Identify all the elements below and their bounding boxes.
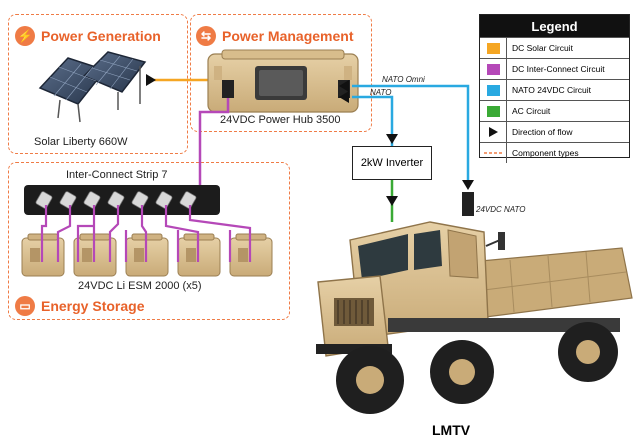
power-management-title: ⇆ Power Management xyxy=(196,26,353,46)
legend-swatch xyxy=(480,38,507,58)
dc-interconnect-hub-line xyxy=(198,98,230,186)
legend-label: NATO 24VDC Circuit xyxy=(512,85,592,95)
battery-label: 24VDC Li ESM 2000 (x5) xyxy=(78,280,202,292)
flow-arrow xyxy=(146,74,156,86)
solar-label: Solar Liberty 660W xyxy=(34,136,128,148)
nato-omni-line xyxy=(352,84,470,182)
lightning-icon: ⚡ xyxy=(15,26,35,46)
legend-swatch xyxy=(480,59,507,79)
flow-arrow xyxy=(386,196,398,206)
legend-label: DC Inter-Connect Circuit xyxy=(512,64,605,74)
legend-swatch xyxy=(480,80,507,100)
cycle-arrows-icon: ⇆ xyxy=(196,26,216,46)
legend-item: Component types xyxy=(480,142,629,163)
flow-arrow xyxy=(339,80,349,92)
legend-swatch xyxy=(480,143,507,163)
flow-arrow xyxy=(386,134,398,144)
legend-label: DC Solar Circuit xyxy=(512,43,573,53)
power-generation-title: ⚡ Power Generation xyxy=(15,26,161,46)
legend-title: Legend xyxy=(480,15,629,37)
battery-icon: ▭ xyxy=(15,296,35,316)
solar-panel-illustration xyxy=(38,51,147,123)
power-generation-box xyxy=(8,14,188,154)
nato-connector-plug xyxy=(462,192,474,216)
power-management-box xyxy=(190,14,372,132)
nato-24vdc-label: 24VDC NATO xyxy=(476,205,526,214)
nato-label: NATO xyxy=(370,88,392,97)
legend-rows: DC Solar Circuit DC Inter-Connect Circuit… xyxy=(480,37,629,163)
inverter-box: 2kW Inverter xyxy=(352,146,432,180)
legend-item: Direction of flow xyxy=(480,121,629,142)
power-hub-illustration xyxy=(207,49,359,113)
legend-label: AC Circuit xyxy=(512,106,551,116)
interconnect-strip-illustration xyxy=(24,185,220,215)
energy-storage-box xyxy=(8,162,290,320)
legend-swatch xyxy=(480,122,507,142)
legend-label: Component types xyxy=(512,148,579,158)
legend-item: NATO 24VDC Circuit xyxy=(480,79,629,100)
nato-line xyxy=(352,95,394,146)
legend-item: DC Solar Circuit xyxy=(480,37,629,58)
inverter-label: 2kW Inverter xyxy=(360,157,424,169)
legend: Legend DC Solar Circuit DC Inter-Connect … xyxy=(479,14,630,163)
nato-omni-label: NATO Omni xyxy=(382,75,425,84)
lmtv-truck-illustration xyxy=(316,221,633,414)
truck-label: LMTV xyxy=(432,422,471,438)
flow-arrow xyxy=(339,91,349,103)
legend-item: DC Inter-Connect Circuit xyxy=(480,58,629,79)
legend-label: Direction of flow xyxy=(512,127,573,137)
dc-interconnect-battery-cables xyxy=(40,205,252,262)
legend-swatch xyxy=(480,101,507,121)
interconnect-strip-label: Inter-Connect Strip 7 xyxy=(66,169,168,181)
flow-arrow xyxy=(462,180,474,190)
legend-item: AC Circuit xyxy=(480,100,629,121)
power-hub-label: 24VDC Power Hub 3500 xyxy=(220,114,341,126)
energy-storage-title: ▭ Energy Storage xyxy=(15,296,144,316)
